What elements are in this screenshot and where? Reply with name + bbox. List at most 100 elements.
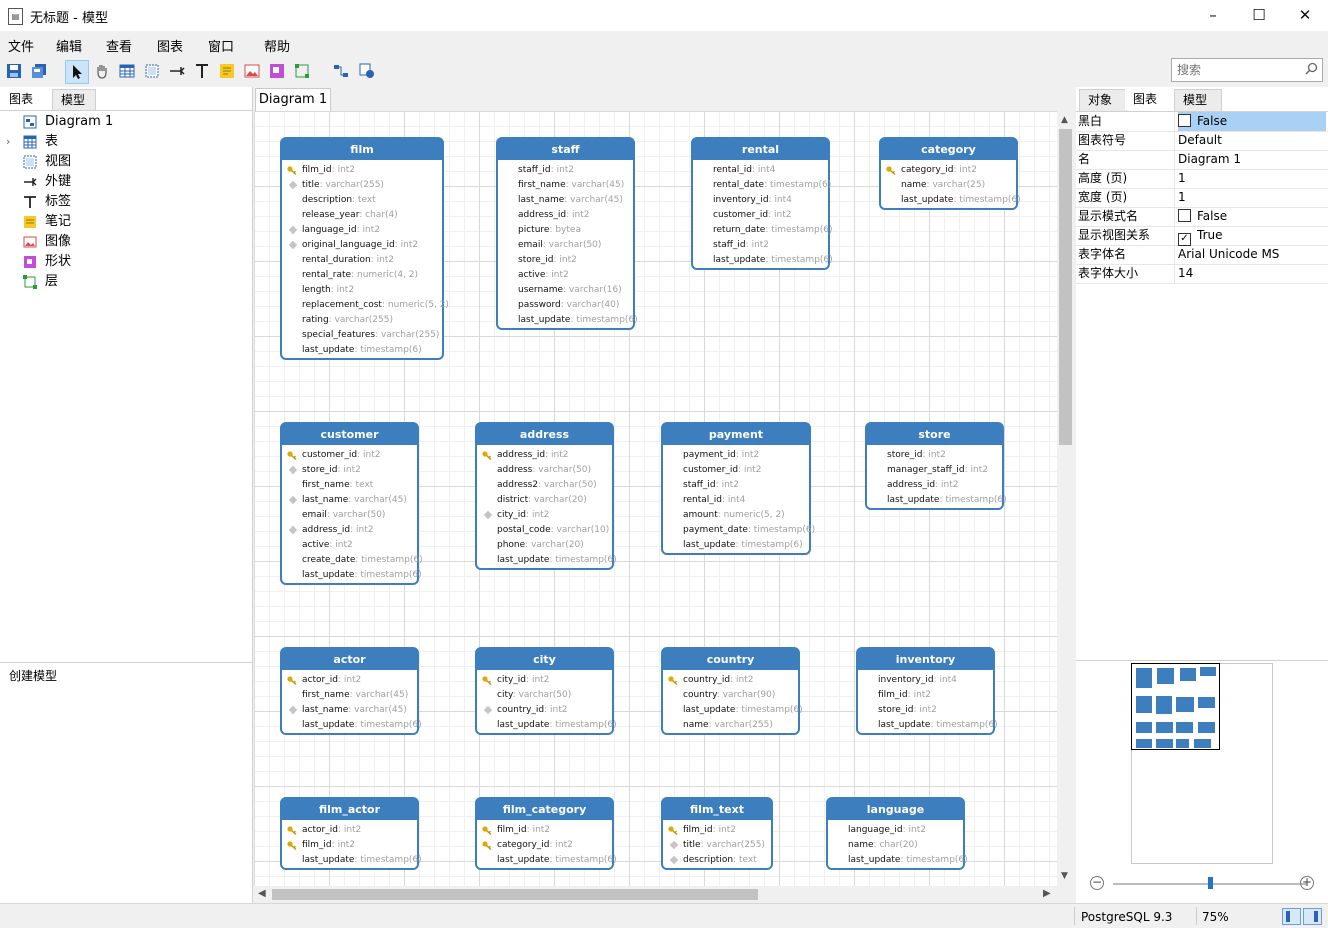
table-column[interactable]: address_id: int2	[477, 448, 612, 463]
tab-model[interactable]: 模型	[52, 89, 96, 110]
table-column[interactable]: picture: bytea	[498, 223, 633, 238]
pointer-icon[interactable]	[65, 60, 89, 84]
table-column[interactable]: last_update: timestamp(6)	[881, 193, 1021, 208]
shape-tool-icon[interactable]	[267, 61, 287, 81]
table-column[interactable]: rental_duration: int2	[282, 253, 442, 268]
property-value[interactable]: Arial Unicode MS	[1178, 247, 1280, 261]
property-value[interactable]: False	[1178, 112, 1326, 131]
menu-window[interactable]: 窗口	[208, 40, 235, 55]
table-column[interactable]: manager_staff_id: int2	[867, 463, 1002, 478]
table-column[interactable]: city_id: int2	[477, 673, 612, 688]
table-column[interactable]: address: varchar(50)	[477, 463, 612, 478]
table-column[interactable]: original_language_id: int2	[282, 238, 442, 253]
table-column[interactable]: city: varchar(50)	[477, 688, 612, 703]
table-column[interactable]: film_id: int2	[663, 823, 771, 838]
zoom-slider-thumb[interactable]	[1208, 877, 1213, 889]
table-column[interactable]: staff_id: int2	[498, 163, 633, 178]
table-column[interactable]: store_id: int2	[282, 463, 417, 478]
table-column[interactable]: active: int2	[282, 538, 417, 553]
scroll-right-icon[interactable]: ▶	[1043, 888, 1051, 899]
tree-item-foreign-keys[interactable]: 外键	[0, 172, 252, 192]
table-column[interactable]: last_name: varchar(45)	[282, 493, 417, 508]
layout-split-icon[interactable]	[1303, 908, 1322, 925]
table-column[interactable]: name: varchar(25)	[881, 178, 1016, 193]
property-value[interactable]: 1	[1178, 171, 1186, 185]
table-column[interactable]: actor_id: int2	[282, 673, 417, 688]
table-column[interactable]: password: varchar(40)	[498, 298, 633, 313]
property-row-width[interactable]: 宽度 (页) 1	[1076, 188, 1328, 208]
table-column[interactable]: country_id: int2	[663, 673, 798, 688]
overview-map[interactable]	[1131, 663, 1273, 864]
tab-object[interactable]: 对象	[1079, 89, 1127, 111]
hand-icon[interactable]	[92, 61, 112, 81]
table-column[interactable]: first_name: varchar(45)	[282, 688, 417, 703]
table-column[interactable]: actor_id: int2	[282, 823, 417, 838]
property-row-table-font-name[interactable]: 表字体名 Arial Unicode MS	[1076, 245, 1328, 265]
table-column[interactable]: address2: varchar(50)	[477, 478, 612, 493]
table-column[interactable]: name: varchar(255)	[663, 718, 798, 733]
table-column[interactable]: customer_id: int2	[663, 463, 809, 478]
table-column[interactable]: title: varchar(255)	[282, 178, 442, 193]
table-column[interactable]: amount: numeric(5, 2)	[663, 508, 809, 523]
table-column[interactable]: last_name: varchar(45)	[282, 703, 417, 718]
table-column[interactable]: last_update: timestamp(6)	[477, 553, 617, 568]
table-column[interactable]: city_id: int2	[477, 508, 612, 523]
table-column[interactable]: create_date: timestamp(6)	[282, 553, 423, 568]
search-input[interactable]	[1175, 60, 1299, 80]
menu-file[interactable]: 文件	[8, 40, 35, 55]
table-column[interactable]: country_id: int2	[477, 703, 612, 718]
label-tool-icon[interactable]	[192, 61, 212, 81]
table-tool-icon[interactable]	[117, 61, 137, 81]
checkbox-checked-icon[interactable]: ✓	[1178, 233, 1191, 246]
note-tool-icon[interactable]	[217, 61, 237, 81]
table-column[interactable]: email: varchar(50)	[282, 508, 417, 523]
table-column[interactable]: last_update: timestamp(6)	[477, 718, 617, 733]
table-column[interactable]: last_update: timestamp(6)	[663, 703, 803, 718]
tab-diagram-1[interactable]: Diagram 1	[255, 88, 331, 111]
tab-diagram-props[interactable]: 图表	[1125, 89, 1166, 110]
table-column[interactable]: last_update: timestamp(6)	[498, 313, 638, 328]
menu-diagram[interactable]: 图表	[157, 40, 184, 55]
table-column[interactable]: last_update: timestamp(6)	[867, 493, 1007, 508]
table-column[interactable]: name: char(20)	[828, 838, 963, 853]
table-column[interactable]: category_id: int2	[881, 163, 1016, 178]
table-column[interactable]: language_id: int2	[282, 223, 442, 238]
table-column[interactable]: email: varchar(50)	[498, 238, 633, 253]
table-column[interactable]: last_update: timestamp(6)	[282, 343, 442, 358]
foreign-key-tool-icon[interactable]	[167, 61, 187, 81]
table-column[interactable]: film_id: int2	[858, 688, 993, 703]
table-column[interactable]: rental_id: int4	[693, 163, 828, 178]
table-column[interactable]: store_id: int2	[858, 703, 993, 718]
reverse-engineer-icon[interactable]	[357, 61, 377, 81]
table-column[interactable]: film_id: int2	[282, 838, 417, 853]
table-column[interactable]: title: varchar(255)	[663, 838, 771, 853]
checkbox-unchecked-icon[interactable]	[1178, 209, 1191, 222]
property-value[interactable]: Default	[1178, 133, 1222, 147]
property-row-notation[interactable]: 图表符号 Default	[1076, 131, 1328, 151]
save-icon[interactable]	[4, 61, 24, 81]
table-column[interactable]: last_update: timestamp(6)	[858, 718, 998, 733]
table-column[interactable]: last_update: timestamp(6)	[693, 253, 833, 268]
property-row-monochrome[interactable]: 黑白 False	[1076, 112, 1328, 132]
property-row-show-view-relations[interactable]: 显示视图关系 ✓True	[1076, 226, 1328, 246]
table-column[interactable]: rating: varchar(255)	[282, 313, 442, 328]
table-column[interactable]: language_id: int2	[828, 823, 963, 838]
table-column[interactable]: length: int2	[282, 283, 442, 298]
close-button[interactable]: ✕	[1298, 6, 1312, 24]
tree-item-labels[interactable]: 标签	[0, 192, 252, 212]
property-value[interactable]: Diagram 1	[1178, 152, 1241, 166]
table-column[interactable]: phone: varchar(20)	[477, 538, 612, 553]
horizontal-scroll-thumb[interactable]	[272, 889, 758, 900]
table-column[interactable]: username: varchar(16)	[498, 283, 633, 298]
table-column[interactable]: last_name: varchar(45)	[498, 193, 633, 208]
zoom-in-icon[interactable]: +	[1300, 875, 1314, 890]
